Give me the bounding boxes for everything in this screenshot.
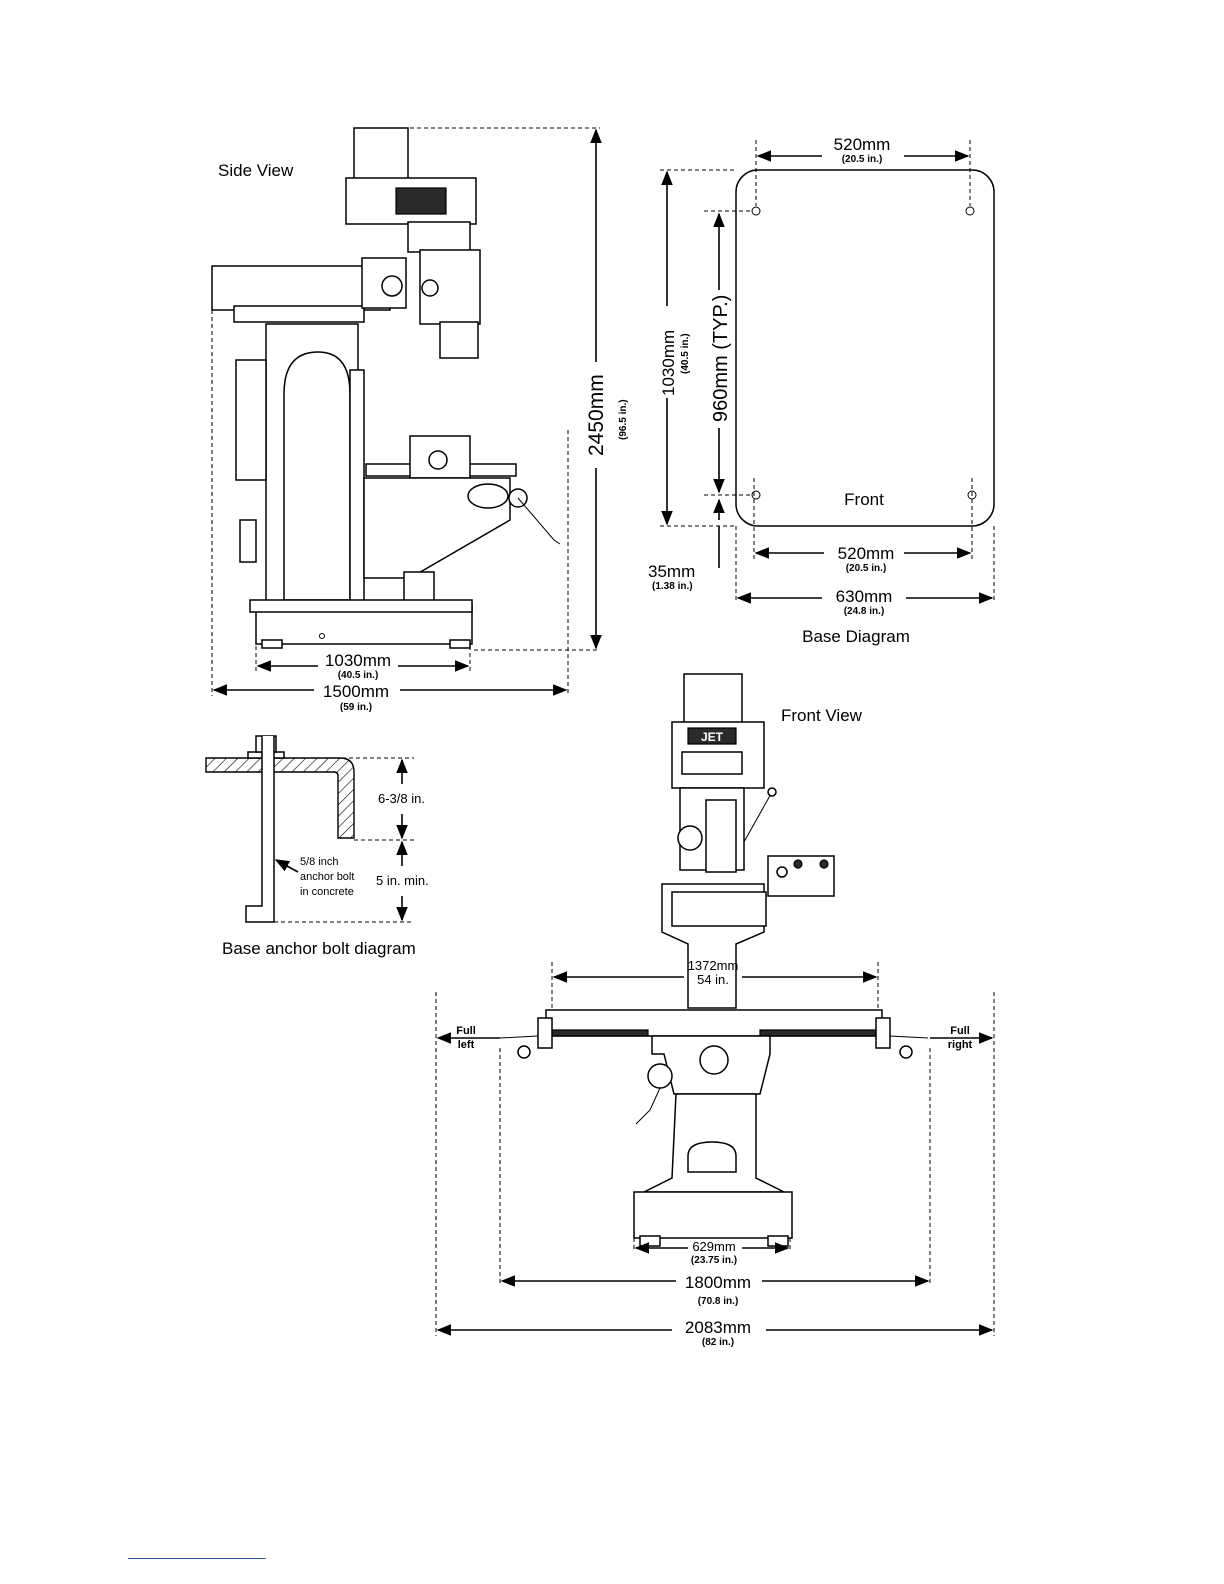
base-diagram: Front 520mm (20.5 in.) 520mm (20.5 in.) …: [648, 135, 995, 646]
concrete-slab: [205, 757, 355, 839]
mount-hole-top-right: [965, 206, 975, 216]
side-overall-width-in: (59 in.): [340, 702, 372, 713]
footnote-rule: [128, 1558, 266, 1559]
anchor-note-leader: [274, 859, 299, 873]
base-offset-in: (1.38 in.): [652, 581, 693, 592]
base-front-label: Front: [844, 490, 884, 509]
base-bottom-spacing-mm: 520mm: [838, 544, 895, 563]
full-left-label-2: left: [458, 1039, 475, 1051]
front-view-title: Front View: [781, 706, 863, 725]
front-table-travel-in: 54 in.: [697, 972, 729, 987]
jet-badge: JET: [701, 730, 724, 744]
front-1800-mm: 1800mm: [685, 1273, 751, 1292]
side-height-mm: 2450mm: [585, 374, 608, 456]
anchor-note-line1: 5/8 inch: [300, 856, 339, 868]
base-top-spacing-in: (20.5 in.): [842, 154, 883, 165]
anchor-note-line3: in concrete: [300, 886, 354, 898]
side-base-width-in: (40.5 in.): [338, 670, 379, 681]
base-width-in: (24.8 in.): [844, 606, 885, 617]
anchor-depth-min: 5 in. min.: [376, 873, 429, 888]
anchor-note-line2: anchor bolt: [300, 871, 354, 883]
base-depth-in: (40.5 in.): [680, 333, 691, 374]
front-2083-in: (82 in.): [702, 1337, 734, 1348]
side-height-in: (96.5 in.): [618, 399, 629, 440]
mount-hole-bottom-left: [751, 490, 761, 500]
side-base-width-mm: 1030mm: [325, 651, 391, 670]
anchor-diagram-title: Base anchor bolt diagram: [222, 939, 416, 958]
mount-hole-top-left: [751, 206, 761, 216]
side-view-title: Side View: [218, 161, 294, 180]
base-depth-mm: 1030mm: [659, 330, 678, 396]
front-1800-in: (70.8 in.): [698, 1296, 739, 1307]
base-hole-spacing: 960mm (TYP.): [710, 295, 732, 422]
side-view: Side View: [211, 127, 629, 713]
front-view: Front View JET: [435, 673, 995, 1348]
anchor-depth-top: 6-3/8 in.: [378, 791, 425, 806]
front-base-width-in: (23.75 in.): [691, 1255, 737, 1266]
anchor-bolt-diagram: 6-3/8 in. 5 in. min. 5/8 inch anchor bol…: [205, 735, 429, 958]
base-width-mm: 630mm: [836, 587, 893, 606]
base-outline: [735, 169, 995, 527]
front-base-width-mm: 629mm: [692, 1239, 735, 1254]
side-overall-width-mm: 1500mm: [323, 682, 389, 701]
full-right-label-1: Full: [950, 1025, 970, 1037]
side-view-machine-drawing: [211, 127, 561, 649]
front-2083-mm: 2083mm: [685, 1318, 751, 1337]
full-left-label-1: Full: [456, 1025, 476, 1037]
full-right-label-2: right: [948, 1039, 973, 1051]
base-diagram-title: Base Diagram: [802, 627, 910, 646]
front-view-machine-drawing: JET: [499, 673, 929, 1247]
base-offset-mm: 35mm: [648, 562, 695, 581]
base-top-spacing-mm: 520mm: [834, 135, 891, 154]
anchor-bolt: [245, 736, 275, 923]
base-bottom-spacing-in: (20.5 in.): [846, 563, 887, 574]
front-table-travel-mm: 1372mm: [688, 958, 739, 973]
